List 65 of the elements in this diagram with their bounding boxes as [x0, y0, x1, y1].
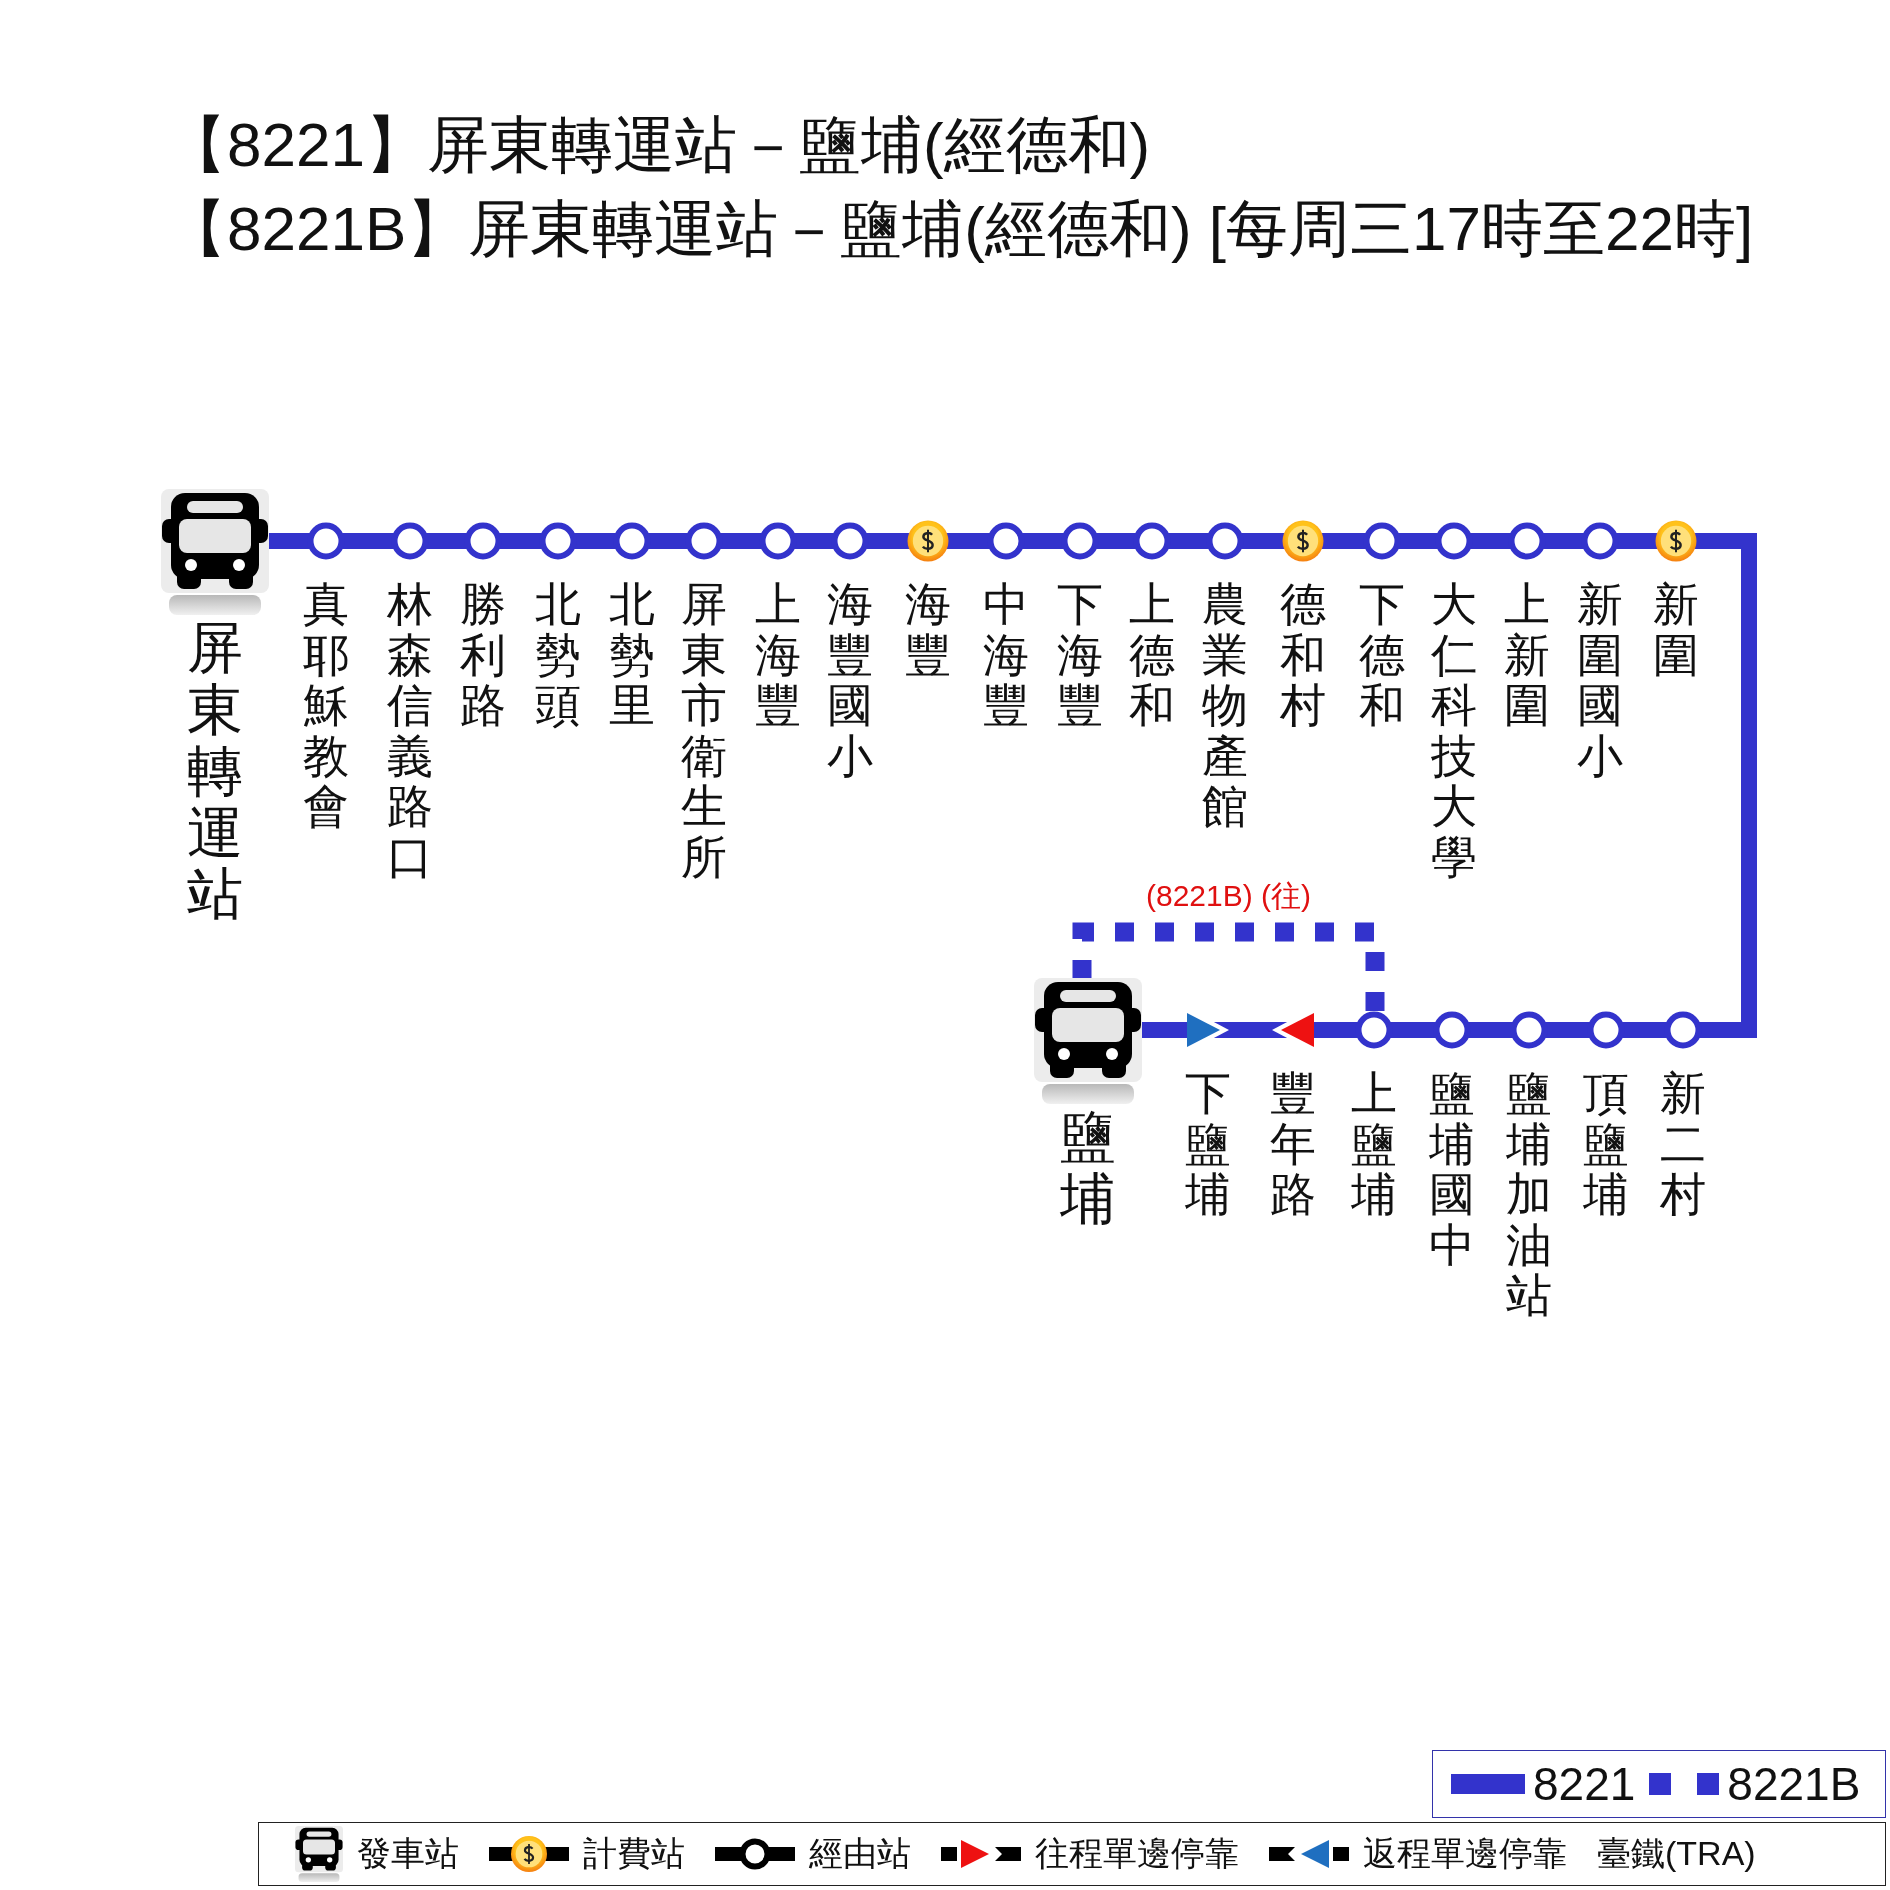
route-line — [1405, 533, 1431, 549]
stop-name: 勝利路 — [460, 579, 506, 731]
legend-label: 返程單邊停靠 — [1363, 1835, 1567, 1873]
stop-name: 下海豐 — [1057, 579, 1103, 731]
dashed-route-line — [1072, 922, 1385, 1011]
route-line — [1623, 533, 1653, 549]
route-line — [655, 533, 681, 549]
stop-name: 林森信義路口 — [387, 579, 433, 883]
stop-name: 北勢里 — [609, 579, 655, 731]
stop-name: 頂鹽埔 — [1583, 1068, 1629, 1220]
stop-name: 鹽埔國中 — [1429, 1068, 1475, 1271]
route-line — [1175, 533, 1202, 549]
stop-name: 下德和 — [1359, 579, 1405, 731]
stop-name: 新圍 — [1653, 579, 1699, 681]
legend-label: 計費站 — [583, 1835, 685, 1873]
stop-name: 大仁科技大學 — [1431, 579, 1477, 883]
legend-label: 8221B — [1727, 1758, 1861, 1810]
stop-name: 德和村 — [1280, 579, 1326, 731]
route-line — [1552, 1022, 1583, 1038]
stop-name: 下鹽埔 — [1185, 1068, 1231, 1220]
stop-name: 鹽埔加油站 — [1506, 1068, 1552, 1321]
legend-label: 經由站 — [809, 1835, 911, 1873]
route-line — [349, 533, 387, 549]
route-line — [581, 533, 609, 549]
stop-name: 新圍國小 — [1577, 579, 1623, 782]
route-line — [269, 533, 303, 549]
route-line — [951, 533, 983, 549]
route-line — [1550, 533, 1577, 549]
route-line — [1231, 1022, 1270, 1038]
stop-name: 屏東市衛生所 — [681, 579, 727, 883]
route-line — [506, 533, 535, 549]
route-line — [1477, 533, 1504, 549]
stop-name: 上鹽埔 — [1351, 1068, 1397, 1220]
route-line — [1397, 1022, 1429, 1038]
route-line — [727, 533, 755, 549]
route-line — [1142, 1022, 1185, 1038]
stop-name: 農業物產館 — [1202, 579, 1248, 832]
stop-name: 海豐 — [905, 579, 951, 681]
legend-label: 8221 — [1533, 1758, 1636, 1810]
route-line — [1629, 1022, 1660, 1038]
route-line — [1029, 533, 1057, 549]
route-line — [433, 533, 460, 549]
legend-label: 臺鐵(TRA) — [1597, 1835, 1756, 1873]
route-line — [801, 533, 827, 549]
stop-name: 上德和 — [1129, 579, 1175, 731]
terminal-name: 鹽埔 — [1060, 1106, 1116, 1230]
route-line — [1475, 1022, 1506, 1038]
route-line — [1326, 533, 1359, 549]
stop-name: 真耶穌教會 — [303, 579, 349, 832]
route-line — [1103, 533, 1129, 549]
stop-name: 北勢頭 — [535, 579, 581, 731]
legend-label: 往程單邊停靠 — [1035, 1835, 1239, 1873]
subtitle: 【8221B】屏東轉運站－鹽埔(經德和) [每周三17時至22時] — [165, 193, 1754, 265]
stop-name: 新二村 — [1660, 1068, 1706, 1220]
stop-name: 中海豐 — [983, 579, 1029, 731]
stop-name: 豐年路 — [1270, 1068, 1316, 1220]
stop-name: 上新圍 — [1504, 579, 1550, 731]
route-line — [1316, 1022, 1351, 1038]
route-line — [1248, 533, 1280, 549]
legend-label: 發車站 — [357, 1835, 459, 1873]
terminal-name: 屏東轉運站 — [187, 617, 243, 925]
title: 【8221】屏東轉運站－鹽埔(經德和) — [165, 109, 1151, 181]
stop-name: 上海豐 — [755, 579, 801, 731]
stop-name: 海豐國小 — [827, 579, 873, 782]
route-line — [873, 533, 905, 549]
